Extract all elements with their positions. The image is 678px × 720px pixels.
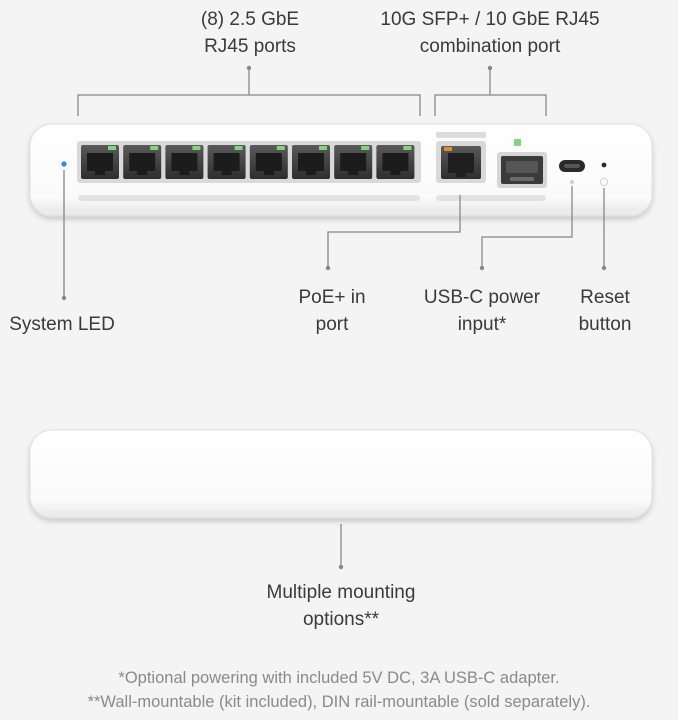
port-link-led-icon	[403, 146, 412, 150]
side-bottom-lip	[44, 510, 638, 516]
label-rj45-ports: (8) 2.5 GbE RJ45 ports	[200, 9, 300, 57]
label-usbc-power: USB-C power input*	[423, 287, 541, 335]
line-poe-in	[327, 195, 461, 268]
label-system-led: System LED	[9, 314, 115, 335]
rj45-port-icon	[334, 145, 373, 179]
sfp-port-led-icon	[514, 139, 521, 146]
dot-reset	[601, 265, 607, 271]
callout-lines	[77, 68, 547, 116]
rj45-port-icon	[376, 145, 415, 179]
line-usbc	[481, 186, 573, 268]
label-reset-button: Reset button	[578, 287, 632, 335]
poe-in-port-icon	[436, 141, 486, 183]
label-poe-in-port: PoE+ in port	[298, 287, 366, 335]
rj45-port-icon	[292, 145, 330, 179]
bracket-combo-port	[434, 68, 547, 116]
dot-system-led	[61, 295, 67, 301]
port-link-led-icon	[276, 146, 285, 150]
dot-poe-in	[325, 265, 331, 271]
label-mounting-options: Multiple mounting options**	[266, 582, 416, 630]
rj45-ports-group	[81, 145, 415, 179]
port-link-led-icon	[319, 146, 327, 150]
footnote-mounting: **Wall-mountable (kit included), DIN rai…	[87, 693, 591, 711]
reset-pinhole-icon	[599, 162, 609, 187]
dot-usbc	[479, 265, 485, 271]
rj45-port-icon	[123, 145, 162, 179]
label-combo-port: 10G SFP+ / 10 GbE RJ45 combination port	[380, 9, 600, 57]
port-link-led-icon	[234, 146, 243, 150]
rj45-label-strip	[78, 195, 420, 201]
sfp-port-icon	[497, 152, 547, 188]
footnote-power: *Optional powering with included 5V DC, …	[118, 669, 560, 687]
usb-c-port-icon	[559, 160, 585, 184]
rj45-port-icon	[249, 145, 288, 179]
poe-label-tag	[436, 132, 486, 138]
rj45-port-icon	[81, 145, 119, 179]
body-bottom-lip	[44, 208, 638, 214]
rj45-port-icon	[207, 145, 246, 179]
port-link-led-icon	[150, 146, 159, 150]
bracket-rj45-ports	[77, 68, 421, 116]
combo-label-strip	[436, 195, 546, 201]
port-link-led-icon	[192, 146, 201, 150]
port-link-led-icon	[108, 146, 116, 150]
system-led-icon	[61, 161, 67, 167]
bracket-combo-dot	[487, 65, 493, 71]
dot-mounting	[338, 564, 344, 570]
switch-side-body	[29, 429, 653, 519]
rj45-port-icon	[165, 145, 204, 179]
bottom-callout-lines	[63, 170, 605, 567]
bracket-rj45-dot	[246, 65, 252, 71]
port-link-led-icon	[361, 146, 370, 150]
